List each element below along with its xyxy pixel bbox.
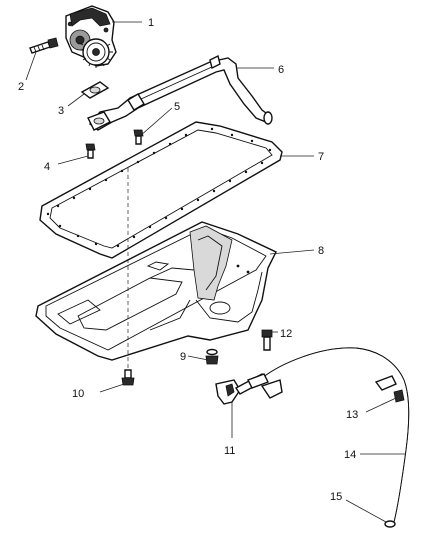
oil-pan-gasket: [39, 121, 283, 259]
callout-7: 7: [318, 151, 324, 163]
callout-14: 14: [344, 449, 356, 461]
leader-lines: [25, 21, 406, 523]
tube-bracket-bolt: [261, 329, 273, 351]
drain-plug: [205, 348, 219, 365]
tube-bolt-5: [133, 129, 144, 145]
callout-8: 8: [318, 245, 324, 257]
callout-15: 15: [330, 491, 342, 503]
callout-labels: 1 2 3 4 5 6 7 8 9 10 11 12 13 14 15: [18, 17, 358, 503]
callout-6: 6: [278, 64, 284, 76]
callout-2: 2: [18, 81, 24, 93]
tube-bolt-4: [85, 143, 96, 159]
callout-12: 12: [280, 328, 292, 340]
pan-bolt: [121, 168, 135, 386]
callout-9: 9: [180, 351, 186, 363]
oil-pump: [65, 5, 117, 68]
o-ring: [384, 520, 396, 528]
callout-11: 11: [224, 445, 235, 457]
callout-5: 5: [174, 101, 180, 113]
tube-gasket: [80, 81, 110, 99]
callout-1: 1: [148, 17, 154, 29]
callout-10: 10: [72, 388, 84, 400]
callout-13: 13: [346, 409, 358, 421]
tube-clip: [393, 389, 405, 403]
oil-pickup-tube: [87, 54, 273, 131]
pump-bolt: [29, 37, 59, 54]
callout-3: 3: [58, 105, 64, 117]
callout-4: 4: [44, 161, 50, 173]
oil-pan: [35, 221, 277, 361]
dipstick-tube: [247, 347, 410, 523]
